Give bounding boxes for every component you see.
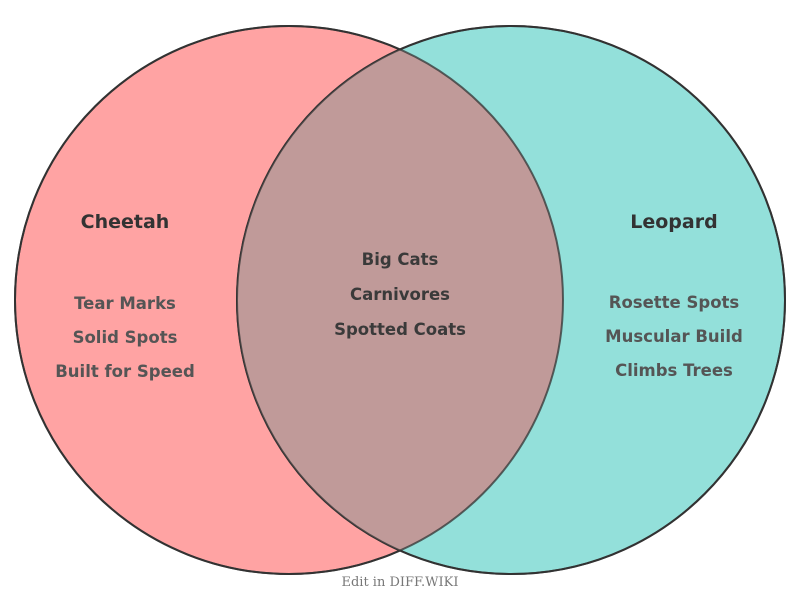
edit-link[interactable]: Edit in DIFF.WIKI [341,575,458,590]
shared-item: Spotted Coats [334,320,466,339]
leopard-item: Rosette Spots [609,293,740,312]
cheetah-title: Cheetah [81,211,170,233]
overlap-region [237,26,563,574]
leopard-item: Climbs Trees [615,361,733,380]
shared-item: Carnivores [350,285,450,304]
leopard-outline [236,25,786,575]
cheetah-item: Solid Spots [73,328,178,347]
cheetah-outline [14,25,564,575]
shared-item: Big Cats [362,250,439,269]
cheetah-item: Tear Marks [74,294,176,313]
leopard-item: Muscular Build [605,327,743,346]
leopard-title: Leopard [630,211,717,233]
cheetah-item: Built for Speed [55,362,195,381]
